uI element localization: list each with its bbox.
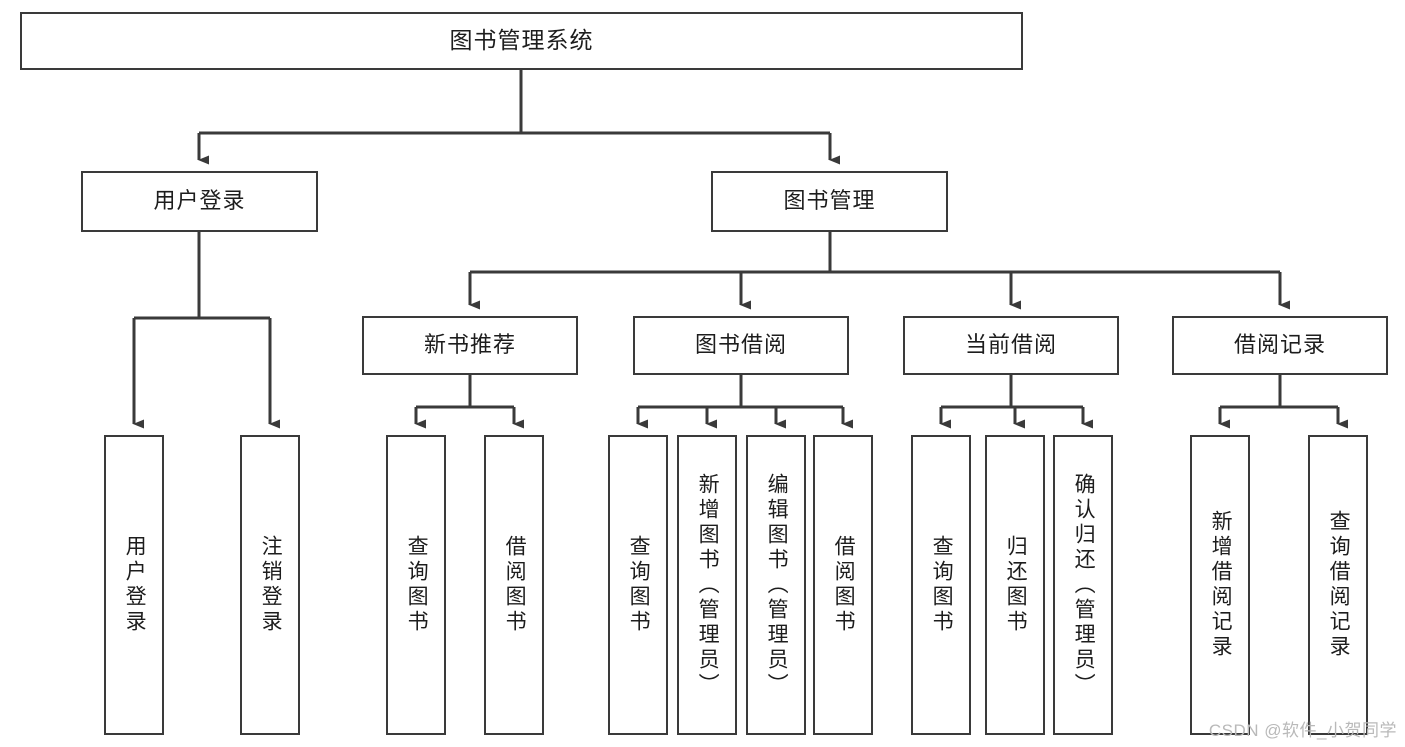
node-leaf-add-borrow-record[interactable]: 新增借阅记录	[1190, 435, 1250, 735]
node-leaf-borrow-books-rec[interactable]: 借阅图书	[484, 435, 544, 735]
node-user-login-label: 用户登录	[153, 188, 246, 214]
node-borrow-record[interactable]: 借阅记录	[1172, 316, 1388, 375]
node-leaf-query-books-current[interactable]: 查询图书	[911, 435, 971, 735]
node-leaf-return-books[interactable]: 归还图书	[985, 435, 1045, 735]
node-leaf-borrow-books-rec-label: 借阅图书	[503, 535, 527, 635]
node-book-borrow-label: 图书借阅	[694, 332, 787, 358]
node-leaf-add-book-admin-label: 新增图书（管理员）	[696, 472, 720, 698]
node-leaf-edit-book-admin-label: 编辑图书（管理员）	[765, 472, 789, 698]
node-leaf-add-borrow-record-label: 新增借阅记录	[1209, 510, 1233, 660]
node-leaf-confirm-return-admin[interactable]: 确认归还（管理员）	[1053, 435, 1113, 735]
node-leaf-borrow-books-borrow-label: 借阅图书	[832, 535, 856, 635]
node-leaf-logout-label: 注销登录	[259, 535, 283, 635]
node-leaf-query-books-rec[interactable]: 查询图书	[386, 435, 446, 735]
node-leaf-logout[interactable]: 注销登录	[240, 435, 300, 735]
node-leaf-query-books-borrow-label: 查询图书	[627, 535, 651, 635]
csdn-watermark: CSDN @软件_小贺同学	[1208, 721, 1397, 740]
node-user-login[interactable]: 用户登录	[81, 171, 318, 232]
node-leaf-add-book-admin[interactable]: 新增图书（管理员）	[677, 435, 737, 735]
node-leaf-query-books-current-label: 查询图书	[930, 535, 954, 635]
node-leaf-query-books-borrow[interactable]: 查询图书	[608, 435, 668, 735]
node-leaf-query-borrow-record-label: 查询借阅记录	[1327, 510, 1351, 660]
node-leaf-borrow-books-borrow[interactable]: 借阅图书	[813, 435, 873, 735]
node-root-label: 图书管理系统	[449, 27, 594, 54]
node-leaf-return-books-label: 归还图书	[1004, 535, 1028, 635]
node-root[interactable]: 图书管理系统	[20, 12, 1023, 70]
node-leaf-confirm-return-admin-label: 确认归还（管理员）	[1072, 472, 1096, 698]
node-leaf-query-borrow-record[interactable]: 查询借阅记录	[1308, 435, 1368, 735]
node-new-book-recommend[interactable]: 新书推荐	[362, 316, 578, 375]
node-leaf-edit-book-admin[interactable]: 编辑图书（管理员）	[746, 435, 806, 735]
node-new-book-recommend-label: 新书推荐	[423, 332, 516, 358]
node-borrow-record-label: 借阅记录	[1233, 332, 1326, 358]
node-book-management-label: 图书管理	[783, 188, 876, 214]
node-book-borrow[interactable]: 图书借阅	[633, 316, 849, 375]
node-current-borrow[interactable]: 当前借阅	[903, 316, 1119, 375]
node-book-management[interactable]: 图书管理	[711, 171, 948, 232]
node-leaf-query-books-rec-label: 查询图书	[405, 535, 429, 635]
node-current-borrow-label: 当前借阅	[964, 332, 1057, 358]
node-leaf-user-login[interactable]: 用户登录	[104, 435, 164, 735]
node-leaf-user-login-label: 用户登录	[123, 535, 147, 635]
